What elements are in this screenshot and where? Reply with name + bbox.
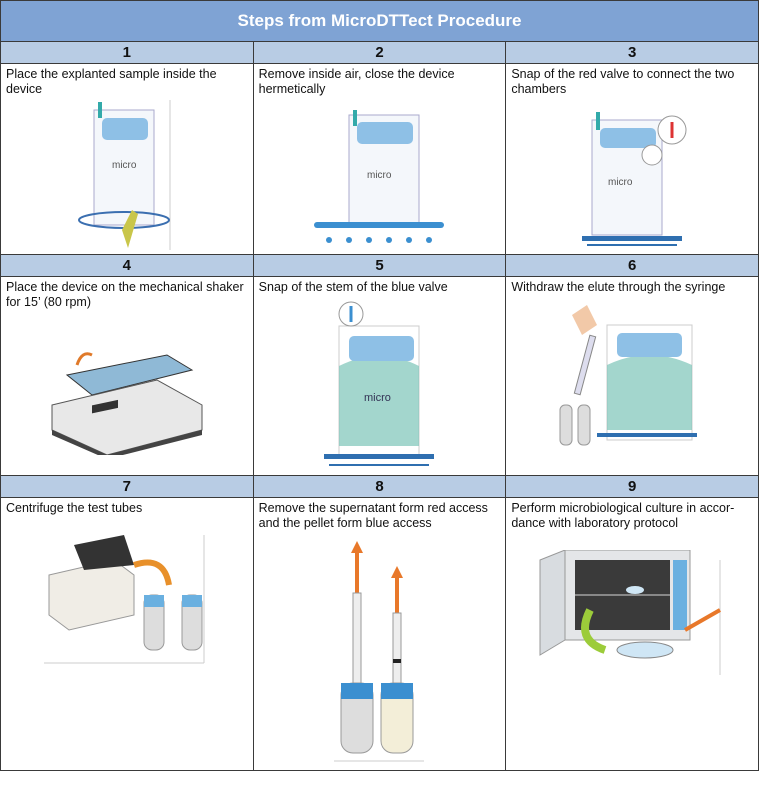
step-cell-8: Remove the supernatant form red access a…	[252, 497, 507, 771]
step-text: Place the explanted sample inside the de…	[6, 67, 217, 96]
step-cell-9: Perform microbiological culture in accor…	[505, 497, 759, 771]
step-number: 5	[252, 254, 507, 277]
device-sealing-illustration: micro	[254, 110, 506, 250]
blue-valve-snap-illustration: micro	[254, 296, 506, 471]
procedure-table: Steps from MicroDTTect Procedure 1 2 3 P…	[0, 0, 759, 771]
step-number: 7	[0, 475, 254, 498]
svg-text:micro: micro	[112, 160, 137, 171]
incubator-illustration	[506, 550, 758, 675]
step-cell-5: Snap of the stem of the blue valve micro	[252, 276, 507, 476]
syringe-withdraw-illustration	[506, 305, 758, 455]
step-number: 4	[0, 254, 254, 277]
step-text: Snap of the red valve to connect the two…	[511, 67, 735, 96]
step-number: 6	[505, 254, 759, 277]
step-text: Perform microbiological culture in accor…	[511, 501, 735, 530]
red-valve-snap-illustration: micro	[506, 110, 758, 250]
device-with-sample-illustration: micro	[1, 100, 253, 250]
step-number: 8	[252, 475, 507, 498]
step-text: Snap of the stem of the blue valve	[258, 280, 448, 294]
step-cell-1: Place the explanted sample inside the de…	[0, 63, 254, 255]
svg-text:micro: micro	[364, 392, 391, 404]
step-cell-3: Snap of the red valve to connect the two…	[505, 63, 759, 255]
step-cell-7: Centrifuge the test tubes	[0, 497, 254, 771]
step-number: 9	[505, 475, 759, 498]
step-number: 3	[505, 41, 759, 64]
step-text: Withdraw the elute through the syringe	[511, 280, 726, 294]
step-text: Remove inside air, close the device herm…	[258, 67, 455, 96]
step-number: 1	[0, 41, 254, 64]
step-text: Remove the supernatant form red access a…	[258, 501, 488, 530]
svg-text:micro: micro	[608, 177, 633, 188]
step-text: Centrifuge the test tubes	[6, 501, 143, 515]
table-title: Steps from MicroDTTect Procedure	[0, 0, 759, 42]
svg-text:micro: micro	[367, 170, 392, 181]
step-cell-2: Remove inside air, close the device herm…	[252, 63, 507, 255]
step-text: Place the device on the mechanical shake…	[6, 280, 244, 309]
centrifuge-illustration	[1, 535, 253, 665]
step-cell-4: Place the device on the mechanical shake…	[0, 276, 254, 476]
step-number: 2	[252, 41, 507, 64]
step-cell-6: Withdraw the elute through the syringe	[505, 276, 759, 476]
syringe-tubes-illustration	[254, 541, 506, 766]
mechanical-shaker-illustration	[1, 335, 253, 455]
